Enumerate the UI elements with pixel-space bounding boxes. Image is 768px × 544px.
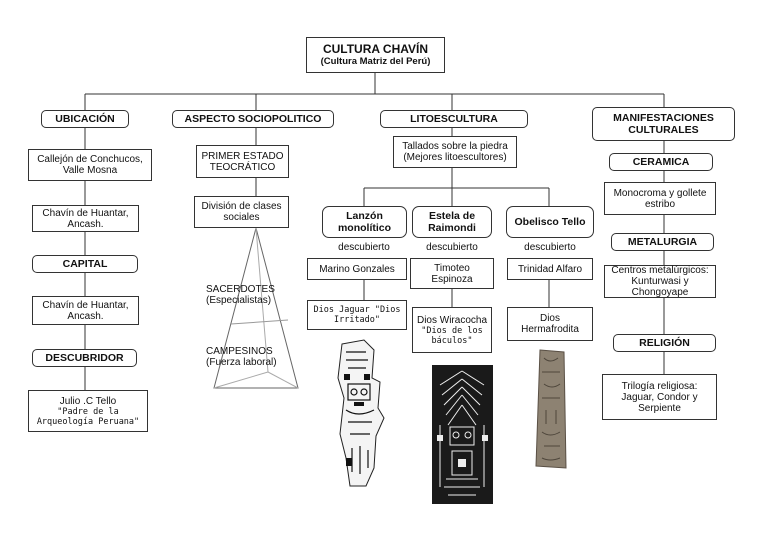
- estela-header: Estela de Raimondi: [412, 206, 492, 238]
- capital-value: Chavín de Huantar, Ancash.: [32, 296, 139, 325]
- estela-discoverer: Timoteo Espinoza: [410, 258, 494, 289]
- socio-estado: PRIMER ESTADO TEOCRÁTICO: [196, 145, 289, 178]
- title-sub: (Cultura Matriz del Perú): [320, 56, 431, 67]
- descubridor-name: Julio .C Tello: [59, 395, 117, 407]
- obelisco-header: Obelisco Tello: [506, 206, 594, 238]
- title-main: CULTURA CHAVÍN: [322, 42, 429, 56]
- sacerdotes-text: SACERDOTES: [206, 284, 275, 295]
- socio-division: División de clases sociales: [194, 196, 289, 228]
- metalurgia-value: Centros metalúrgicos: Kunturwasi y Chong…: [604, 265, 716, 298]
- ubicacion-header: UBICACIÓN: [41, 110, 129, 128]
- lanzon-discoverer: Marino Gonzales: [307, 258, 407, 280]
- lito-tallados: Tallados sobre la piedra (Mejores litoes…: [393, 136, 517, 168]
- ubicacion-lugar: Callejón de Conchucos, Valle Mosna: [28, 149, 152, 181]
- ceramica-header: CERAMICA: [609, 153, 713, 171]
- lanzon-header: Lanzón monolítico: [322, 206, 407, 238]
- lito-header: LITOESCULTURA: [380, 110, 528, 128]
- sacerdotes-label: SACERDOTES (Especialistas): [206, 284, 286, 306]
- estela-god-line2: "Dios de los báculos": [421, 325, 483, 346]
- campesinos-text: CAMPESINOS: [206, 346, 273, 357]
- lanzon-image: [337, 339, 385, 487]
- social-pyramid: [213, 226, 299, 389]
- descubridor-header: DESCUBRIDOR: [32, 349, 137, 367]
- manif-header: MANIFESTACIONES CULTURALES: [592, 107, 735, 141]
- obelisco-image: [535, 349, 567, 469]
- estela-descubierto: descubierto: [426, 242, 478, 253]
- ubicacion-lugar2: Chavín de Huantar, Ancash.: [32, 205, 139, 232]
- descubridor-title: "Padre de la Arqueología Peruana": [36, 406, 140, 427]
- title-box: CULTURA CHAVÍN (Cultura Matriz del Perú): [306, 37, 445, 73]
- campesinos-sub: (Fuerza laboral): [206, 357, 277, 368]
- sacerdotes-sub: (Especialistas): [206, 295, 272, 306]
- ceramica-value: Monocroma y gollete estribo: [604, 182, 716, 215]
- obelisco-god: Dios Hermafrodita: [507, 307, 593, 341]
- socio-header: ASPECTO SOCIOPOLITICO: [172, 110, 334, 128]
- capital-header: CAPITAL: [32, 255, 138, 273]
- obelisco-discoverer: Trinidad Alfaro: [507, 258, 593, 280]
- lanzon-descubierto: descubierto: [338, 242, 390, 253]
- religion-header: RELIGIÓN: [613, 334, 716, 352]
- religion-value: Trilogía religiosa: Jaguar, Condor y Ser…: [602, 374, 717, 420]
- lanzon-god: Dios Jaguar "Dios Irritado": [307, 300, 407, 330]
- campesinos-label: CAMPESINOS (Fuerza laboral): [206, 346, 296, 368]
- descubridor-box: Julio .C Tello "Padre de la Arqueología …: [28, 390, 148, 432]
- obelisco-descubierto: descubierto: [524, 242, 576, 253]
- estela-image: [432, 365, 493, 504]
- estela-god-line1: Dios Wiracocha: [416, 314, 488, 326]
- metalurgia-header: METALURGIA: [611, 233, 714, 251]
- estela-god: Dios Wiracocha "Dios de los báculos": [412, 307, 492, 353]
